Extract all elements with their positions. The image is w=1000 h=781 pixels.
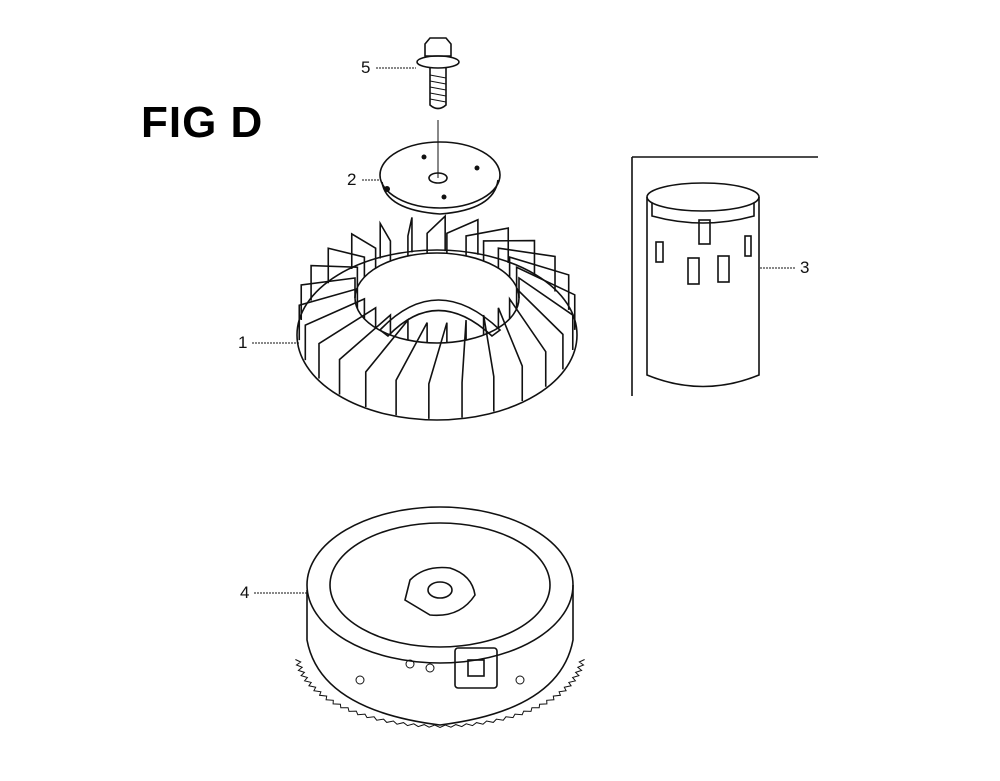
leader-lines (252, 67, 796, 594)
fan-fin (497, 247, 556, 292)
fan-fin (298, 287, 359, 341)
fan-fin (327, 247, 366, 284)
fan-fin (407, 217, 413, 256)
fan-fin (461, 320, 467, 418)
fan-fin (379, 220, 392, 261)
fan-fin (426, 214, 446, 254)
fan-fin (304, 297, 366, 361)
callout-4: 4 (240, 583, 250, 602)
fan-fin (395, 322, 428, 416)
flywheel-part-4 (295, 506, 585, 729)
callout-2: 2 (347, 170, 357, 189)
fan-fin (428, 322, 448, 419)
fan-fin (364, 317, 409, 407)
fan-fin (482, 314, 495, 412)
callout-1: 1 (238, 333, 248, 352)
sleeve-part-3 (646, 182, 760, 388)
fan-fin (465, 227, 510, 264)
callout-5: 5 (361, 58, 371, 77)
fan-fin (350, 232, 377, 269)
fan-fin (515, 265, 576, 330)
plate-part-2 (379, 141, 501, 215)
fan-fin (446, 218, 479, 255)
fan-fin (318, 306, 377, 379)
figure-title: FIG D (141, 98, 264, 147)
cooling-fan-part-1 (296, 214, 578, 421)
fan-fin (518, 276, 574, 351)
fan-fin (497, 307, 524, 402)
ring-gear-teeth (295, 659, 585, 729)
group-bracket (631, 156, 818, 396)
bolt-part-5 (416, 37, 460, 110)
callout-3: 3 (800, 258, 810, 277)
fan-fin (508, 296, 547, 387)
fan-fin (310, 264, 359, 301)
fan-fin (515, 286, 564, 370)
fan-fin (338, 313, 392, 395)
fan-fin (482, 239, 536, 276)
